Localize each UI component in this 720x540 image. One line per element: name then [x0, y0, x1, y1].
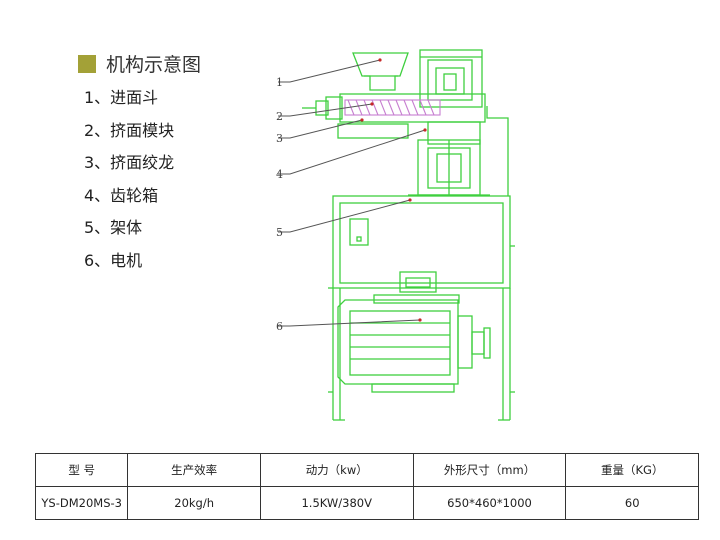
spec-cell-dimensions: 650*460*1000	[412, 486, 567, 520]
machine-diagram: 1 2 3 4 5 6	[276, 49, 515, 421]
callout-label-1: 1	[276, 76, 283, 89]
hopper	[352, 52, 409, 91]
spec-table: 型 号 生产效率 动力（kw） 外形尺寸（mm） 重量（KG） YS-DM20M…	[34, 453, 699, 520]
callout-label-4: 4	[276, 168, 283, 181]
spec-cell-capacity: 20kg/h	[127, 486, 261, 520]
motor	[337, 271, 491, 393]
legend-item-extrusion-auger: 3、挤面绞龙	[84, 153, 175, 172]
extrusion-barrel	[302, 93, 486, 145]
spec-header-model: 型 号	[34, 453, 129, 487]
frame	[328, 195, 515, 421]
spec-header-capacity: 生产效率	[127, 453, 261, 487]
callout-label-3: 3	[276, 132, 283, 145]
legend-item-extrusion-die: 2、挤面模块	[84, 120, 175, 140]
spec-header-dimensions: 外形尺寸（mm）	[412, 453, 567, 487]
spec-header-weight: 重量（KG）	[565, 453, 699, 487]
legend-item-gearbox: 4、齿轮箱	[84, 185, 159, 205]
callout-label-2: 2	[276, 110, 283, 123]
legend-item-hopper: 1、进面斗	[84, 88, 159, 107]
gear-housing	[419, 49, 483, 108]
gearbox	[408, 106, 509, 196]
callout-label-6: 6	[276, 320, 283, 333]
callout-lines	[278, 59, 426, 327]
callout-label-5: 5	[276, 226, 283, 239]
spec-table-row: YS-DM20MS-3 20kg/h 1.5KW/380V 650*460*10…	[34, 486, 699, 520]
legend-list: 1、进面斗 2、挤面模块 3、挤面绞龙 4、齿轮箱 5、架体 6、电机	[84, 86, 174, 281]
legend-bullet-square	[78, 54, 96, 73]
spec-cell-model: YS-DM20MS-3	[34, 486, 129, 520]
spec-header-power: 动力（kw）	[259, 453, 414, 487]
spec-cell-power: 1.5KW/380V	[259, 486, 414, 520]
spec-cell-weight: 60	[565, 486, 699, 520]
callout-tips	[360, 58, 427, 322]
legend-item-motor: 6、电机	[84, 250, 143, 270]
spec-table-header-row: 型 号 生产效率 动力（kw） 外形尺寸（mm） 重量（KG）	[34, 453, 699, 487]
legend-title: 机构示意图	[106, 54, 202, 76]
legend-header: 机构示意图	[78, 50, 201, 77]
legend-item-frame: 5、架体	[84, 218, 143, 237]
